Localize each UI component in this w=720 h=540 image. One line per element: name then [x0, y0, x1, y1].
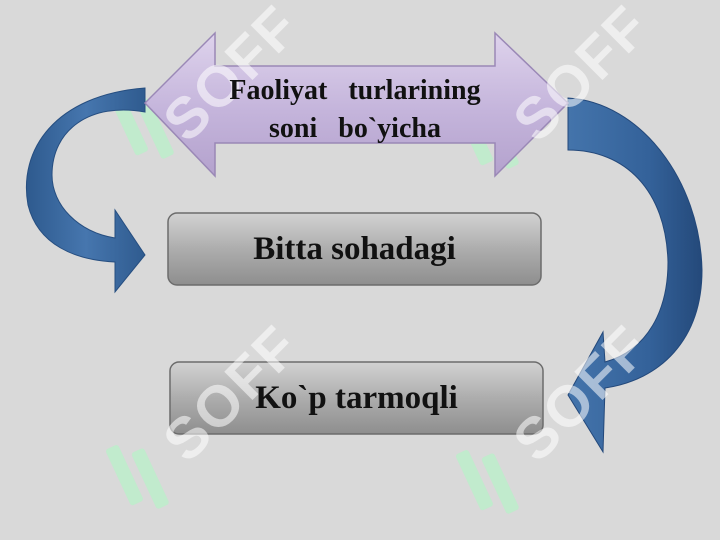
box1-label: Bitta sohadagi: [253, 230, 456, 267]
title-line-2: soni bo`yicha: [269, 113, 441, 144]
box-bitta-sohadagi: [167, 212, 542, 286]
box2-label: Ko`p tarmoqli: [255, 379, 458, 416]
title-line-1: Faoliyat turlarining: [229, 75, 481, 106]
box-kop-tarmoqli: [169, 361, 544, 435]
title-double-arrow: [143, 31, 570, 178]
right-curved-arrow: [567, 97, 703, 454]
watermark-logo: [105, 95, 519, 514]
title-arrow-label: Faoliyat turlarining soni bo`yicha: [190, 70, 520, 150]
left-curved-arrow: [26, 87, 146, 294]
